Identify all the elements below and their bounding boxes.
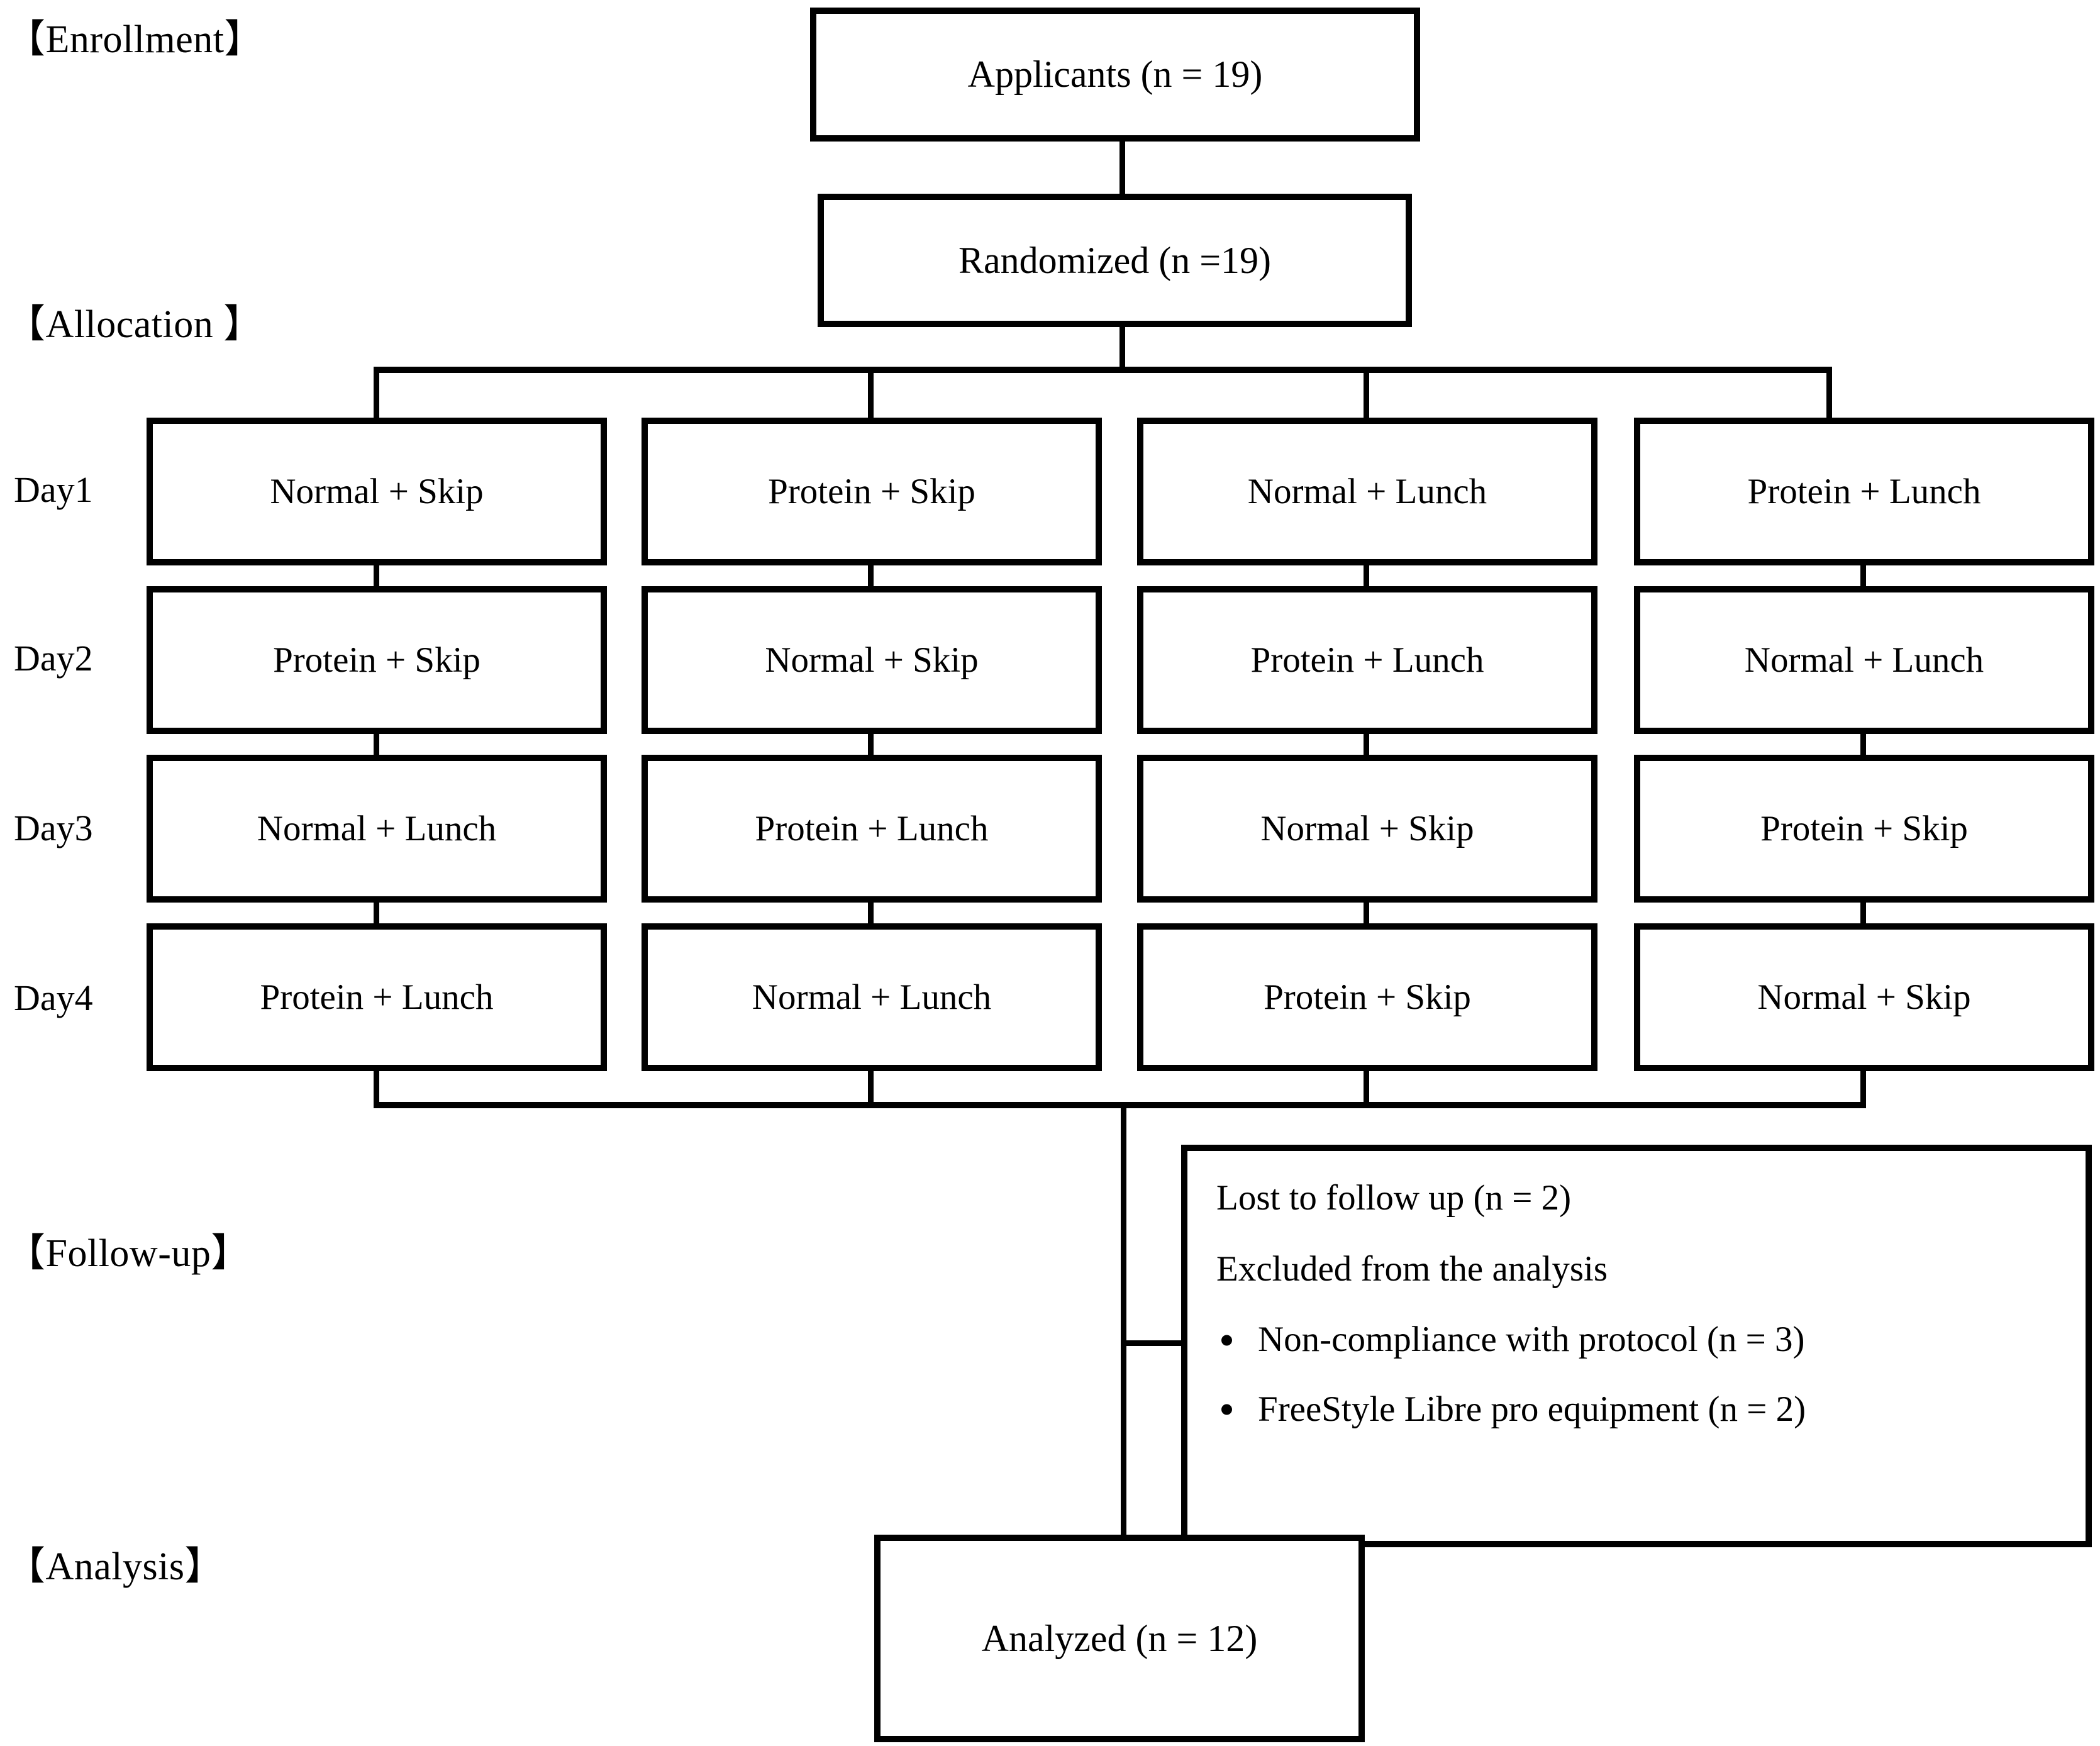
- stage-label-enrollment: 【Enrollment】: [6, 18, 264, 61]
- excluded-from-analysis-line: Excluded from the analysis: [1216, 1248, 1608, 1289]
- connector-day3-day4-col1: [374, 900, 379, 925]
- bus-drop-column-4: [1826, 367, 1832, 420]
- allocation-cell-day1-col1: Normal + Skip: [147, 418, 607, 565]
- bullet-dot-icon: [1221, 1335, 1232, 1346]
- allocation-cell-day1-col4: Protein + Lunch: [1634, 418, 2094, 565]
- applicants-box-text: Applicants (n = 19): [967, 53, 1263, 95]
- exclusion-reason-list: Non-compliance with protocol (n = 3) Fre…: [1216, 1320, 2060, 1429]
- connector-day3-day4-col4: [1860, 900, 1866, 925]
- allocation-bus: [376, 367, 1832, 373]
- allocation-cell-text: Protein + Skip: [1264, 977, 1471, 1017]
- allocation-cell-day1-col3: Normal + Lunch: [1137, 418, 1597, 565]
- connector-randomized-to-bus: [1119, 327, 1125, 371]
- stage-label-allocation: 【Allocation 】: [6, 303, 263, 346]
- allocation-cell-day4-col1: Protein + Lunch: [147, 923, 607, 1071]
- exclusion-reason-text: FreeStyle Libre pro equipment (n = 2): [1258, 1389, 1806, 1430]
- allocation-cell-text: Protein + Lunch: [260, 977, 494, 1017]
- allocation-cell-text: Protein + Lunch: [1250, 640, 1484, 680]
- bus-drop-column-1: [374, 367, 379, 420]
- merge-bus: [374, 1102, 1866, 1108]
- allocation-cell-day4-col4: Normal + Skip: [1634, 923, 2094, 1071]
- followup-exclusions-panel: Lost to follow up (n = 2) Excluded from …: [1181, 1145, 2092, 1547]
- merge-riser-col3: [1364, 1069, 1369, 1105]
- connector-day3-day4-col3: [1364, 900, 1369, 925]
- connector-day1-day2-col1: [374, 563, 379, 588]
- allocation-cell-day2-col3: Protein + Lunch: [1137, 586, 1597, 734]
- connector-applicants-to-randomized: [1119, 142, 1125, 196]
- bus-drop-column-3: [1364, 367, 1369, 420]
- day-label-1: Day1: [14, 469, 93, 510]
- allocation-cell-day3-col3: Normal + Skip: [1137, 755, 1597, 903]
- allocation-cell-day1-col2: Protein + Skip: [642, 418, 1102, 565]
- merge-riser-col4: [1860, 1069, 1866, 1105]
- connector-day2-day3-col4: [1860, 731, 1866, 757]
- allocation-cell-text: Normal + Skip: [765, 640, 979, 680]
- connector-day1-day2-col3: [1364, 563, 1369, 588]
- analyzed-box-text: Analyzed (n = 12): [981, 1617, 1258, 1659]
- trunk-to-analyzed: [1121, 1102, 1126, 1536]
- connector-day1-day2-col2: [868, 563, 874, 588]
- allocation-cell-text: Normal + Skip: [1757, 977, 1971, 1017]
- merge-riser-col1: [374, 1069, 379, 1105]
- bullet-dot-icon: [1221, 1404, 1232, 1415]
- connector-day2-day3-col1: [374, 731, 379, 757]
- analyzed-box: Analyzed (n = 12): [874, 1535, 1365, 1742]
- day-label-2: Day2: [14, 638, 93, 679]
- stage-label-analysis: 【Analysis】: [6, 1545, 225, 1588]
- allocation-cell-day4-col3: Protein + Skip: [1137, 923, 1597, 1071]
- connector-day3-day4-col2: [868, 900, 874, 925]
- allocation-cell-text: Normal + Lunch: [1744, 640, 1984, 680]
- allocation-cell-text: Normal + Lunch: [257, 808, 497, 848]
- allocation-cell-text: Normal + Skip: [1260, 808, 1474, 848]
- bus-drop-column-2: [868, 367, 874, 420]
- connector-day2-day3-col3: [1364, 731, 1369, 757]
- allocation-cell-day3-col1: Normal + Lunch: [147, 755, 607, 903]
- randomized-box: Randomized (n =19): [818, 194, 1412, 327]
- allocation-cell-text: Normal + Skip: [270, 471, 484, 511]
- allocation-cell-text: Normal + Lunch: [1247, 471, 1487, 511]
- applicants-box: Applicants (n = 19): [810, 8, 1420, 142]
- branch-to-followup-panel: [1121, 1340, 1186, 1346]
- allocation-cell-day2-col4: Normal + Lunch: [1634, 586, 2094, 734]
- exclusion-reason-item: Non-compliance with protocol (n = 3): [1216, 1320, 2060, 1360]
- exclusion-reason-text: Non-compliance with protocol (n = 3): [1258, 1320, 1805, 1360]
- allocation-cell-text: Protein + Lunch: [1747, 471, 1981, 511]
- allocation-cell-day3-col4: Protein + Skip: [1634, 755, 2094, 903]
- allocation-cell-day2-col2: Normal + Skip: [642, 586, 1102, 734]
- day-label-4: Day4: [14, 977, 93, 1018]
- allocation-cell-day2-col1: Protein + Skip: [147, 586, 607, 734]
- allocation-cell-text: Protein + Lunch: [755, 808, 989, 848]
- allocation-cell-day4-col2: Normal + Lunch: [642, 923, 1102, 1071]
- allocation-cell-text: Protein + Skip: [273, 640, 481, 680]
- merge-riser-col2: [868, 1069, 874, 1105]
- allocation-cell-text: Protein + Skip: [1760, 808, 1968, 848]
- connector-day1-day2-col4: [1860, 563, 1866, 588]
- allocation-cell-day3-col2: Protein + Lunch: [642, 755, 1102, 903]
- lost-to-followup-line: Lost to follow up (n = 2): [1216, 1178, 1572, 1218]
- randomized-box-text: Randomized (n =19): [958, 239, 1272, 281]
- exclusion-reason-item: FreeStyle Libre pro equipment (n = 2): [1216, 1389, 2060, 1430]
- allocation-cell-text: Protein + Skip: [768, 471, 975, 511]
- day-label-3: Day3: [14, 808, 93, 848]
- connector-day2-day3-col2: [868, 731, 874, 757]
- stage-label-followup: 【Follow-up】: [6, 1232, 250, 1275]
- allocation-cell-text: Normal + Lunch: [752, 977, 992, 1017]
